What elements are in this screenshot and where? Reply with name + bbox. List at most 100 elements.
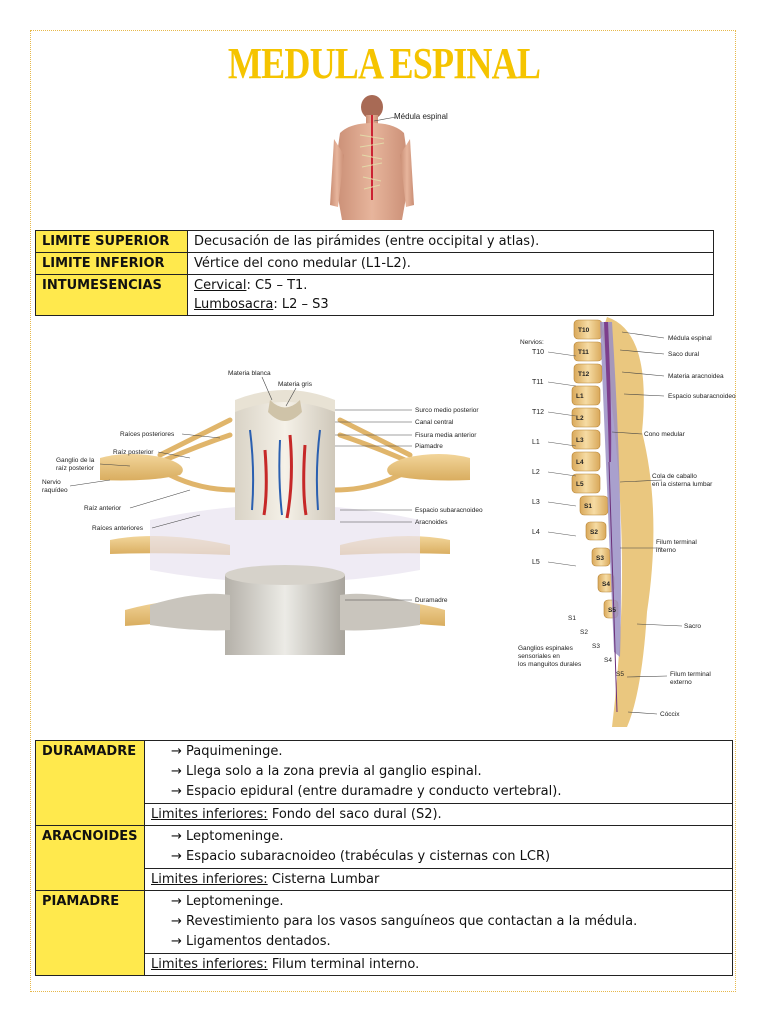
leader-line <box>547 351 577 357</box>
vertebra-label: S5 <box>608 607 616 614</box>
label-cono: Cono medular <box>644 431 686 438</box>
list-item: → Llega solo a la zona previa al ganglio… <box>171 764 482 779</box>
label-raiz-anterior: Raíz anterior <box>84 505 122 512</box>
nerve-label: L4 <box>532 529 540 536</box>
label-surco: Surco medio posterior <box>415 407 479 414</box>
leader-line <box>547 471 577 477</box>
spinal-cord-cross-section: Materia blanca Materia gris Surco medio … <box>42 370 483 655</box>
nerve-label: L1 <box>532 439 540 446</box>
vertebra-label: T12 <box>578 371 590 378</box>
intumescence-term: Cervical <box>194 278 247 293</box>
list-item: → Leptomeninge. <box>171 829 284 844</box>
vertebra-label: L4 <box>576 459 584 466</box>
meninge-items: → Leptomeninge. → Espacio subaracnoideo … <box>144 825 733 869</box>
vertebra-label: L3 <box>576 437 584 444</box>
vertebra-label: L1 <box>576 393 584 400</box>
intumescence-range: : L2 – S3 <box>273 297 329 312</box>
label-piamadre: Piamadre <box>415 443 443 450</box>
vertebra-label: S4 <box>602 581 610 588</box>
list-item: → Revestimiento para los vasos sanguíneo… <box>171 914 638 929</box>
meninge-name: ARACNOIDES <box>35 825 145 891</box>
meninge-limit: Limites inferiores: Cisterna Lumbar <box>144 868 733 891</box>
list-item: → Paquimeninge. <box>171 744 283 759</box>
label-filum-externo: Filum terminal <box>670 671 711 678</box>
table-row: PIAMADRE → Leptomeninge. → Revestimiento… <box>35 890 733 976</box>
intumescence-term: Lumbosacra <box>194 297 274 312</box>
meninge-limit: Limites inferiores: Fondo del saco dural… <box>144 803 733 826</box>
label-aracnoidea: Materia aracnoidea <box>668 373 724 380</box>
label-ganglios-2: sensoriales en <box>518 653 560 660</box>
vertebra-l5 <box>571 473 601 494</box>
label-materia-gris: Materia gris <box>278 381 313 388</box>
label-ganglio-2: raíz posterior <box>56 465 95 472</box>
vertebra-label: L5 <box>576 481 584 488</box>
vertebra-label: S3 <box>596 555 604 562</box>
label-saco: Saco dural <box>668 351 700 358</box>
limit-key: LIMITE SUPERIOR <box>35 230 188 253</box>
vertebra-t12 <box>573 363 603 384</box>
table-row: ARACNOIDES → Leptomeninge. → Espacio sub… <box>35 825 733 891</box>
table-row: DURAMADRE → Paquimeninge. → Llega solo a… <box>35 740 733 826</box>
label-medula: Médula espinal <box>668 335 712 342</box>
label-coccix: Cóccix <box>660 711 680 718</box>
label-aracnoides: Aracnoides <box>415 519 448 526</box>
leader-line <box>547 561 577 567</box>
limit-key: LIMITE INFERIOR <box>35 252 188 275</box>
list-item: → Leptomeninge. <box>171 894 284 909</box>
label-filum-interno-2: interno <box>656 547 676 554</box>
meninge-items: → Paquimeninge. → Llega solo a la zona p… <box>144 740 733 804</box>
nerve-label: T12 <box>532 409 544 416</box>
vertebra-l2 <box>571 407 601 428</box>
label-nervio: Nervio <box>42 479 61 486</box>
vertebra-label: T10 <box>578 327 590 334</box>
sacral-nerve-label: S2 <box>580 629 588 636</box>
page-title: MEDULA ESPINAL <box>227 39 541 88</box>
list-item: → Ligamentos dentados. <box>171 934 331 949</box>
limit-value: Decusación de las pirámides (entre occip… <box>187 230 714 253</box>
table-row: LIMITE SUPERIOR Decusación de las pirámi… <box>35 230 714 253</box>
table-row: INTUMESENCIAS Cervical: C5 – T1. Lumbosa… <box>35 274 714 316</box>
leader-line <box>547 501 577 507</box>
vertebra-s2 <box>585 521 607 541</box>
label-filum-externo-2: externo <box>670 679 692 686</box>
limit-value: Filum terminal interno. <box>267 957 420 972</box>
sacral-nerve-label: S5 <box>616 671 624 678</box>
label-fisura: Fisura media anterior <box>415 432 477 439</box>
table-row: LIMITE INFERIOR Vértice del cono medular… <box>35 252 714 275</box>
label-ganglio: Ganglio de la <box>56 457 95 464</box>
limits-table: LIMITE SUPERIOR Decusación de las pirámi… <box>35 230 714 316</box>
page-border <box>30 30 736 992</box>
limit-value: Cervical: C5 – T1. Lumbosacra: L2 – S3 <box>187 274 714 316</box>
nerve-label: T10 <box>532 349 544 356</box>
meninge-name: DURAMADRE <box>35 740 145 826</box>
table-row: Limites inferiores: Cisterna Lumbar <box>36 868 733 891</box>
label-materia-blanca: Materia blanca <box>228 370 271 377</box>
label-filum-interno: Filum terminal <box>656 539 697 546</box>
label-raiz-posterior: Raíz posterior <box>113 449 154 456</box>
label-subaracnoideo: Espacio subaracnoideo <box>668 393 736 400</box>
vertebral-bodies <box>571 319 619 619</box>
limit-value: Cisterna Lumbar <box>267 872 380 887</box>
table-row: Limites inferiores: Filum terminal inter… <box>36 953 733 976</box>
sacral-nerve-label: S1 <box>568 615 576 622</box>
limit-label: Limites inferiores: <box>151 957 268 972</box>
list-item: → Espacio subaracnoideo (trabéculas y ci… <box>171 849 551 864</box>
nerve-label: L3 <box>532 499 540 506</box>
label-ganglios: Ganglios espinales <box>518 645 574 652</box>
list-item: → Espacio epidural (entre duramadre y co… <box>171 784 562 799</box>
limit-value: Vértice del cono medular (L1-L2). <box>187 252 714 275</box>
vertebra-label: S2 <box>590 529 598 536</box>
label-raices-posteriores: Raíces posteriores <box>120 431 175 438</box>
vertebra-l4 <box>571 451 601 472</box>
label-duramadre: Duramadre <box>415 597 448 604</box>
label-cola-2: en la cisterna lumbar <box>652 481 713 488</box>
sacral-nerve-label: S3 <box>592 643 600 650</box>
label-canal: Canal central <box>415 419 454 426</box>
body-label: Médula espinal <box>394 112 448 121</box>
nerve-label: L5 <box>532 559 540 566</box>
meninge-items: → Leptomeninge. → Revestimiento para los… <box>144 890 733 954</box>
vertebra-l1 <box>571 385 601 406</box>
meninge-limit: Limites inferiores: Filum terminal inter… <box>144 953 733 976</box>
label-ganglios-3: los manguitos durales <box>518 661 582 668</box>
nerve-label: T11 <box>532 379 544 386</box>
